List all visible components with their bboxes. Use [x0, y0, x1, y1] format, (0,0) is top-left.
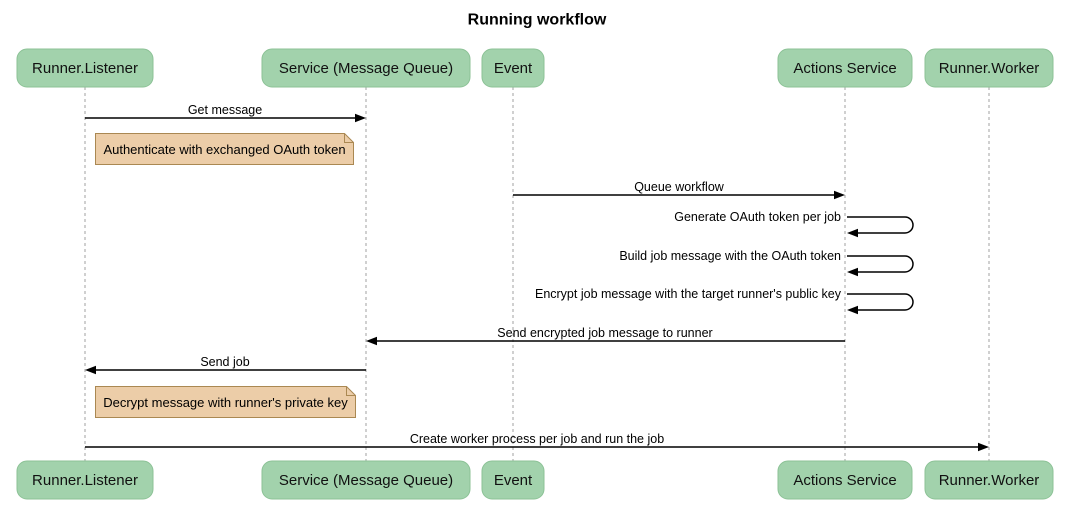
actor-label: Event: [494, 472, 533, 489]
message-label: Build job message with the OAuth token: [619, 249, 841, 263]
actor-top-event: Event: [481, 48, 545, 88]
actor-label: Runner.Listener: [32, 472, 138, 489]
message-label: Queue workflow: [634, 180, 725, 194]
actor-top-actions-service: Actions Service: [777, 48, 913, 88]
note-authenticate: Authenticate with exchanged OAuth token: [95, 133, 354, 165]
actor-bottom-service-mq: Service (Message Queue): [261, 460, 471, 500]
message-send-encrypted-job: Send encrypted job message to runner: [366, 326, 845, 346]
actor-box: [777, 48, 913, 88]
actor-label: Actions Service: [793, 60, 896, 77]
note-shape: [95, 386, 356, 418]
message-send-job: Send job: [85, 355, 366, 375]
actor-label: Runner.Worker: [939, 60, 1040, 77]
arrowhead-left-icon: [366, 336, 377, 346]
actor-box: [924, 460, 1054, 500]
selfloop-build-job-message: Build job message with the OAuth token: [619, 249, 914, 277]
message-label: Send encrypted job message to runner: [497, 326, 712, 340]
message-create-worker-process: Create worker process per job and run th…: [85, 432, 989, 452]
selfloop-line: [847, 293, 914, 311]
actor-bottom-runner-worker: Runner.Worker: [924, 460, 1054, 500]
actor-top-runner-listener: Runner.Listener: [16, 48, 154, 88]
note-decrypt: Decrypt message with runner's private ke…: [95, 386, 356, 418]
message-label: Create worker process per job and run th…: [410, 432, 664, 446]
actor-label: Runner.Worker: [939, 472, 1040, 489]
actor-label: Event: [494, 60, 533, 77]
arrowhead-left-icon: [847, 228, 858, 238]
note-text: Decrypt message with runner's private ke…: [103, 395, 348, 410]
actor-box: [481, 48, 545, 88]
diagram-title: Running workflow: [468, 12, 607, 29]
arrowhead-left-icon: [847, 305, 858, 315]
message-get-message: Get message: [85, 103, 366, 123]
selfloop-encrypt-job-message: Encrypt job message with the target runn…: [535, 287, 914, 315]
note-fold-icon: [346, 386, 356, 396]
message-label: Encrypt job message with the target runn…: [535, 287, 842, 301]
message-label: Send job: [200, 355, 249, 369]
actor-top-runner-worker: Runner.Worker: [924, 48, 1054, 88]
note-text: Authenticate with exchanged OAuth token: [103, 142, 345, 157]
actor-box: [16, 48, 154, 88]
actor-box: [481, 460, 545, 500]
message-queue-workflow: Queue workflow: [513, 180, 845, 200]
actor-bottom-runner-listener: Runner.Listener: [16, 460, 154, 500]
message-label: Get message: [188, 103, 262, 117]
note-fold-icon: [344, 133, 354, 143]
message-label: Generate OAuth token per job: [674, 210, 841, 224]
actor-box: [777, 460, 913, 500]
selfloop-generate-oauth-token: Generate OAuth token per job: [674, 210, 914, 238]
actor-bottom-actions-service: Actions Service: [777, 460, 913, 500]
actor-label: Service (Message Queue): [279, 472, 453, 489]
actor-bottom-event: Event: [481, 460, 545, 500]
arrowhead-left-icon: [847, 267, 858, 277]
actor-box: [261, 48, 471, 88]
actor-box: [924, 48, 1054, 88]
arrowhead-left-icon: [85, 365, 96, 375]
selfloop-line: [847, 216, 914, 234]
actor-top-service-mq: Service (Message Queue): [261, 48, 471, 88]
actor-label: Service (Message Queue): [279, 60, 453, 77]
actor-label: Actions Service: [793, 472, 896, 489]
arrowhead-right-icon: [978, 442, 989, 452]
arrowhead-right-icon: [355, 113, 366, 123]
actor-box: [261, 460, 471, 500]
note-shape: [95, 133, 354, 165]
actor-box: [16, 460, 154, 500]
selfloop-line: [847, 255, 914, 273]
arrowhead-right-icon: [834, 190, 845, 200]
actor-label: Runner.Listener: [32, 60, 138, 77]
